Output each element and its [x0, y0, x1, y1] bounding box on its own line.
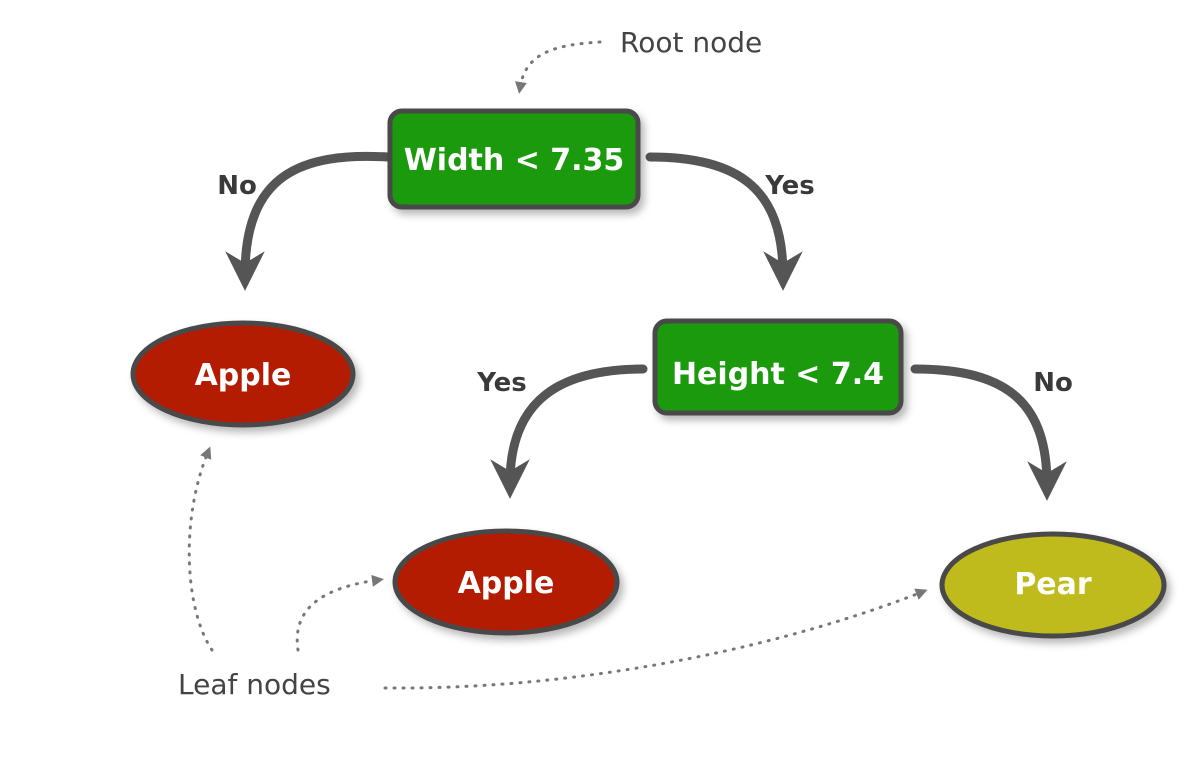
root-node-pointer: [514, 40, 602, 94]
leaf-nodes-annotation: Leaf nodes: [178, 668, 331, 701]
edge-height-yes: [490, 364, 648, 499]
leaf-node-apple-mid: [392, 528, 620, 636]
edge-height-no: [910, 364, 1067, 501]
edge-root-no-label: No: [217, 171, 257, 201]
height-node-label: Height < 7.4: [672, 357, 884, 392]
leaf-mid-pointer: [295, 574, 384, 652]
leaf-node-apple-left: [130, 320, 356, 428]
root-node-label: Width < 7.35: [404, 143, 625, 178]
edge-height-yes-label: Yes: [476, 368, 527, 398]
leaf-right-pointer: [383, 588, 928, 690]
leaf-left-label: Apple: [195, 358, 292, 393]
leaf-left-pointer: [187, 446, 214, 652]
leaf-mid-label: Apple: [458, 566, 555, 601]
root-node: [387, 108, 641, 210]
edge-root-no: [225, 151, 393, 291]
edge-root-yes-label: Yes: [764, 171, 815, 201]
leaf-right-label: Pear: [1014, 567, 1092, 602]
root-node-annotation: Root node: [620, 26, 762, 59]
edge-height-no-label: No: [1033, 368, 1073, 398]
leaf-node-pear: [939, 531, 1167, 639]
height-node: [652, 318, 904, 416]
edge-root-yes: [645, 152, 803, 291]
